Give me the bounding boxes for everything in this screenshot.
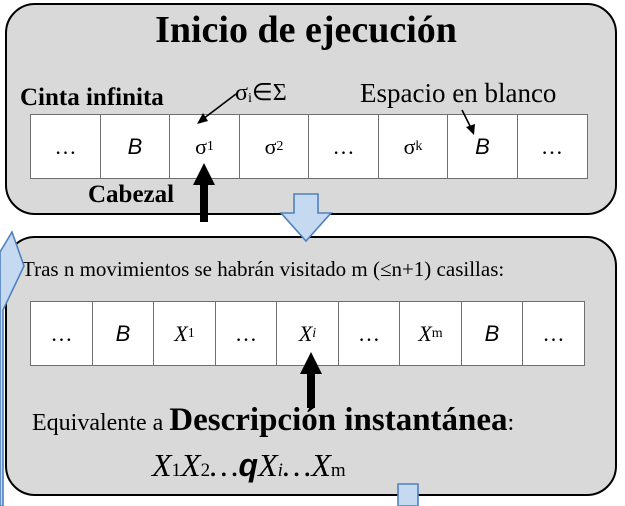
flow-down-arrow-next [397, 483, 419, 506]
tape-cell-symbol: B [115, 320, 131, 346]
tape-cell-symbol: B [475, 133, 490, 159]
formula-part: … [282, 447, 312, 483]
head-label: Cabezal [88, 181, 175, 208]
tape-cell-symbol: … [235, 320, 257, 346]
formula-part: q [238, 447, 259, 483]
tape-cell-symbol: σ [264, 133, 277, 159]
tape-cell: B [99, 114, 171, 179]
tape-cell-symbol: B [127, 133, 143, 159]
tape-cell-subscript: i [312, 325, 317, 341]
tape-cell-symbol: … [541, 133, 563, 159]
tape-cell-subscript: 1 [206, 138, 214, 154]
tape-label: Cinta infinita [20, 84, 164, 111]
head-arrow-bottom [300, 352, 322, 408]
tape-cell-symbol: … [358, 320, 380, 346]
visited-cells-note: Tras n movimientos se habrán visitado m … [22, 257, 505, 281]
flow-down-arrow [279, 193, 333, 243]
tape-cell-symbol: … [332, 133, 355, 159]
tape-cell: … [30, 301, 93, 366]
formula-part: X [152, 447, 172, 483]
formula-part: … [210, 447, 239, 483]
sigma-pointer-arrowhead [197, 113, 208, 124]
tape-cell-symbol: X [298, 320, 313, 346]
tape-cell: … [214, 301, 278, 366]
tape-cell: B [460, 301, 524, 366]
initial-state-panel [5, 3, 617, 215]
tape-cell-symbol: σ [195, 133, 207, 159]
instantaneous-description-formula: X1X2…qXi…Xm [152, 447, 346, 484]
tape-cell: … [30, 114, 101, 179]
tape-cell-subscript: m [431, 325, 443, 341]
sigma-pointer-arrow [202, 93, 237, 120]
formula-part: X [311, 447, 331, 483]
left-callout-shape [0, 230, 25, 506]
blank-pointer-arrow [461, 109, 472, 129]
tape-cell-symbol: … [50, 320, 73, 346]
formula-part: X [181, 447, 201, 483]
blank-pointer-arrowhead [466, 124, 475, 135]
equivalent-suffix: : [507, 410, 515, 436]
tape-cell-subscript: k [415, 138, 423, 154]
tape-cell-symbol: σ [403, 133, 416, 159]
instantaneous-description-term: Descripción instantánea [169, 402, 508, 438]
tape-cell: … [337, 301, 401, 366]
sigma-membership-note: σᵢ∈Σ [235, 80, 287, 106]
tape-cell-subscript: 1 [187, 325, 195, 341]
tape-cell-symbol: B [484, 320, 500, 346]
tape-cell-symbol: X [174, 320, 188, 346]
tape-cell-symbol: … [542, 320, 565, 346]
formula-part: m [330, 460, 346, 481]
instantaneous-description-panel [5, 236, 617, 496]
formula-part: 2 [200, 460, 211, 481]
formula-part: i [277, 460, 283, 481]
tape-cell: … [516, 114, 588, 179]
formula-part: 1 [171, 460, 182, 481]
tape-cell: … [522, 301, 585, 366]
initial-state-title: Inicio de ejecución [155, 9, 457, 51]
head-arrow-top [193, 163, 215, 222]
equivalent-prefix: Equivalente a [32, 410, 170, 436]
tape-cell-symbol: … [54, 133, 77, 159]
formula-part: X [258, 447, 278, 483]
blank-symbol-label: Espacio en blanco [360, 78, 557, 108]
equivalence-line: Equivalente a Descripción instantánea: [32, 402, 514, 439]
tape-cell: B [447, 114, 518, 179]
tape-cell: … [308, 114, 379, 179]
tape-cell: B [91, 301, 155, 366]
tape-cell-subscript: 2 [276, 138, 284, 154]
tape-cell-symbol: X [418, 320, 432, 346]
